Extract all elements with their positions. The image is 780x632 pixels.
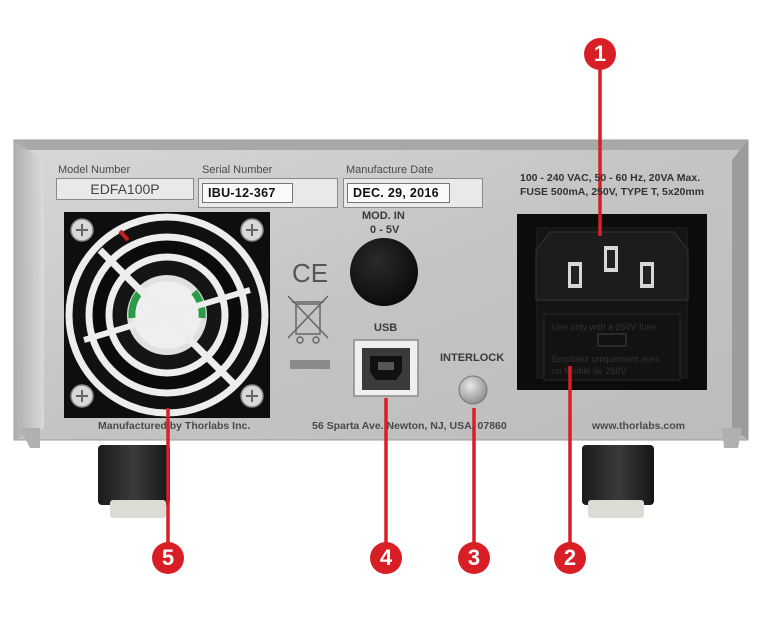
callout-4: 4 [370, 542, 402, 574]
mod-in-range-label: 0 - 5V [370, 224, 400, 236]
usb-connector [353, 339, 419, 397]
cooling-fan [64, 212, 270, 418]
power-spec-line1: 100 - 240 VAC, 50 - 60 Hz, 20VA Max. [520, 172, 701, 184]
power-spec-line2: FUSE 500mA, 250V, TYPE T, 5x20mm [520, 186, 705, 198]
right-foot [582, 445, 654, 518]
svg-text:un fusible de 250V: un fusible de 250V [552, 366, 627, 376]
callout-3: 3 [458, 542, 490, 574]
svg-text:Use only with a 250V fuse: Use only with a 250V fuse [552, 322, 656, 332]
interlock-jack [458, 375, 488, 405]
serial-number-sticker: IBU-12-367 [202, 183, 293, 203]
manufacture-date-caption: Manufacture Date [346, 164, 434, 176]
callout-5: 5 [152, 542, 184, 574]
weee-bin-icon [287, 295, 329, 344]
callout-2: 2 [554, 542, 586, 574]
serial-number-caption: Serial Number [202, 164, 273, 176]
callout-1: 1 [584, 38, 616, 70]
usb-label: USB [374, 322, 398, 334]
interlock-label: INTERLOCK [440, 352, 505, 364]
model-number-caption: Model Number [58, 164, 131, 176]
svg-text:Emploiez uniquement avec: Emploiez uniquement avec [552, 354, 661, 364]
website-text: www.thorlabs.com [592, 420, 685, 432]
address-text: 56 Sparta Ave. Newton, NJ, USA, 07860 [312, 420, 507, 432]
model-number-field: EDFA100P [56, 178, 194, 200]
manufacturer-text: Manufactured by Thorlabs Inc. [98, 420, 251, 432]
mod-in-label: MOD. IN [362, 210, 405, 222]
manufacture-date-sticker: DEC. 29, 2016 [347, 183, 450, 203]
weee-bar [290, 360, 330, 369]
callout-lines [166, 68, 602, 544]
ce-mark: CE [292, 258, 329, 288]
left-foot [98, 445, 170, 518]
mod-in-connector [350, 238, 418, 306]
fuse-holder: Use only with a 250V fuse Emploiez uniqu… [543, 313, 681, 381]
